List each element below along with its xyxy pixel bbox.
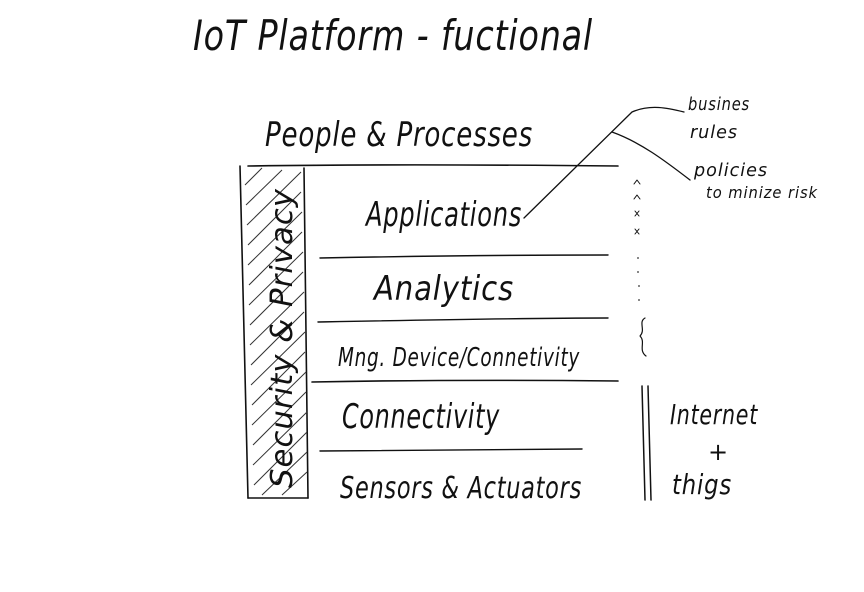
layer-applications: Applications xyxy=(365,195,522,235)
business-rules-note: busines rules xyxy=(688,94,750,143)
internet-things-bracket xyxy=(641,385,652,501)
note-policies-line1: policies xyxy=(693,160,768,181)
layer-sensors-actuators: Sensors & Actuators xyxy=(340,471,582,506)
note-policies-line2: to minize risk xyxy=(706,183,818,202)
layer-connectivity: Connectivity xyxy=(342,397,500,437)
policies-note: policies to minize risk xyxy=(693,160,818,202)
diagram-title: IoT Platform - fuctional xyxy=(193,11,593,60)
things-label: thigs xyxy=(672,468,732,501)
layer-analytics: Analytics xyxy=(372,269,514,309)
note-business-rules-line2: rules xyxy=(690,122,738,143)
layer-mng-device-connectivity: Mng. Device/Connetivity xyxy=(338,343,580,373)
band-hatching xyxy=(244,167,308,496)
top-layer-label: People & Processes xyxy=(265,115,533,155)
plus-label: + xyxy=(708,438,729,466)
upper-layer-tick-marks xyxy=(633,179,647,357)
security-privacy-band: Security & Privacy xyxy=(239,165,309,499)
note-business-rules-line1: busines xyxy=(688,94,750,115)
side-band-label: Security & Privacy xyxy=(265,188,300,488)
internet-label: Internet xyxy=(670,398,758,431)
annotation-leaders xyxy=(523,106,691,219)
